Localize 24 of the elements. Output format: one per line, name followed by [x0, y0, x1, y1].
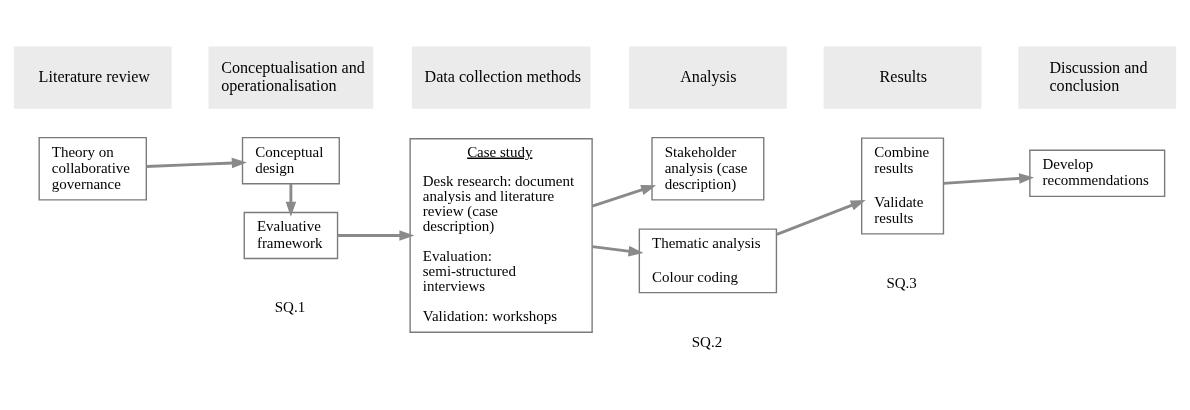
- label: SQ.1: [274, 299, 306, 316]
- node-box: Combine results Validate results: [860, 137, 945, 235]
- label: Data collection methods: [424, 67, 582, 85]
- arrow: [146, 157, 247, 169]
- label: Literature review: [38, 67, 150, 85]
- arrow: [592, 245, 644, 257]
- arrow: [776, 199, 866, 236]
- arrow: [943, 173, 1035, 185]
- node-box: Develop recommendations: [1029, 149, 1166, 198]
- label: SQ.2: [691, 333, 723, 350]
- node-box: Conceptual design: [241, 136, 340, 185]
- node-box: Thematic analysis Colour coding: [638, 228, 778, 294]
- node-box: Case study Desk research: document analysis and literature review (case description) Evaluation: semi-structured interviews Validation: workshops: [409, 138, 593, 333]
- arrow: [285, 183, 297, 217]
- label: SQ.3: [886, 274, 917, 291]
- label: Discussion and conclusion: [1049, 59, 1148, 94]
- node-box: Stakeholder analysis (case description): [651, 136, 765, 201]
- arrow: [591, 184, 657, 208]
- arrow: [337, 230, 415, 241]
- label: Analysis: [680, 67, 737, 85]
- node-box: Evaluative framework: [243, 211, 339, 260]
- label: Conceptualisation and operationalisation: [221, 59, 365, 94]
- label: Results: [879, 67, 927, 85]
- node-box: Theory on collaborative governance: [38, 136, 147, 201]
